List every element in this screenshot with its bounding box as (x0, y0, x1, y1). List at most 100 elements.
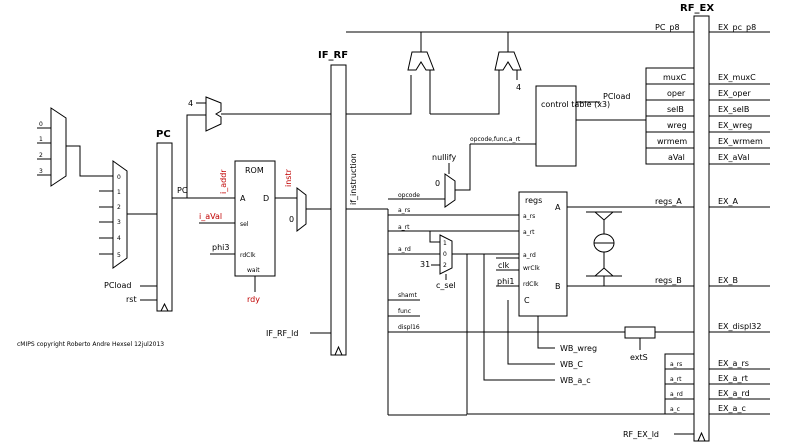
sign-extend (624, 326, 656, 339)
svg-text:EX_a_rs: EX_a_rs (718, 359, 749, 368)
exts-label: extS (630, 353, 648, 362)
regs-b-label: regs_B (655, 276, 682, 285)
ex-a-label: EX_A (718, 197, 739, 206)
field-displ16: displ16 (398, 324, 420, 331)
copyright-text: cMIPS copyright Roberto Andre Hexsel 12j… (17, 341, 164, 348)
four-label-b: 4 (516, 83, 521, 92)
bypass-unit (586, 211, 622, 286)
svg-text:wreg: wreg (667, 121, 687, 130)
svg-text:1: 1 (443, 240, 447, 247)
svg-text:control table (x3): control table (x3) (541, 100, 610, 109)
pc-p8-label: PC_p8 (655, 23, 680, 32)
svg-text:2: 2 (117, 204, 121, 211)
svg-text:1: 1 (117, 189, 121, 196)
svg-text:a_rs: a_rs (670, 361, 682, 368)
svg-text:a_rt: a_rt (523, 229, 535, 236)
phi3-label: phi3 (212, 243, 229, 252)
svg-text:3: 3 (39, 168, 43, 175)
c-select-mux: 1 0 2 (439, 234, 453, 275)
rf-ex-stage-title: RF_EX (680, 3, 714, 14)
svg-text:0: 0 (443, 251, 447, 258)
svg-text:EX_aVal: EX_aVal (718, 153, 749, 162)
zero-label-b: 0 (435, 179, 440, 188)
nullify-mux (444, 173, 456, 208)
rst-label: rst (126, 295, 137, 304)
addr-outputs: a_rs a_rt a_rd a_c (664, 353, 695, 415)
svg-text:oper: oper (667, 89, 686, 98)
opcode-func-label: opcode,func,a_rt (470, 136, 521, 143)
register-file: regs a_rs a_rt a_rd wrClk rdClk A B C (518, 191, 568, 317)
adder-pc8-b (494, 51, 522, 71)
svg-text:wait: wait (247, 267, 260, 274)
ex-addr-labels: EX_a_rs EX_a_rt EX_a_rd EX_a_c (709, 359, 770, 415)
if-rf-ld-label: IF_RF_ld (266, 329, 298, 338)
i-addr-label: i_addr (219, 169, 228, 194)
svg-text:EX_muxC: EX_muxC (718, 73, 756, 82)
svg-text:A: A (555, 203, 561, 212)
instr-label: instr (284, 168, 293, 187)
field-a-rs: a_rs (398, 207, 410, 214)
instr-mux (296, 186, 307, 233)
zero-label-a: 0 (289, 215, 294, 224)
pc-out-label: PC (177, 186, 188, 195)
svg-text:aVal: aVal (668, 153, 685, 162)
svg-text:2: 2 (39, 152, 43, 159)
svg-text:a_rt: a_rt (670, 376, 682, 383)
pc-mux-1: 0 1 2 3 (37, 107, 67, 187)
ex-displ32-label: EX_displ32 (718, 322, 761, 331)
svg-text:rdClk: rdClk (523, 281, 539, 288)
pc-adder (205, 96, 222, 132)
svg-text:A: A (240, 194, 246, 203)
rom-block: ROM A D sel rdClk wait (234, 160, 276, 277)
if-rf-register (330, 64, 347, 356)
svg-text:0: 0 (39, 121, 43, 128)
svg-text:5: 5 (117, 252, 121, 259)
svg-text:a_rd: a_rd (523, 252, 536, 259)
control-pcload-label: PCload (603, 92, 631, 101)
svg-text:4: 4 (117, 235, 121, 242)
rdy-label: rdy (247, 295, 260, 304)
svg-text:3: 3 (117, 219, 121, 226)
nullify-label: nullify (432, 153, 456, 162)
ex-control-labels: EX_muxC EX_oper EX_selB EX_wreg EX_wrmem… (709, 73, 770, 165)
ex-b-label: EX_B (718, 276, 738, 285)
phi1-label: phi1 (497, 277, 514, 286)
svg-text:EX_oper: EX_oper (718, 89, 751, 98)
if-instruction-label: if_instruction (349, 153, 358, 205)
svg-text:regs: regs (525, 196, 542, 205)
field-func: func (398, 308, 411, 315)
field-shamt: shamt (398, 292, 417, 299)
adder-pc8-a (407, 51, 435, 71)
thirty-one-label: 31 (420, 260, 430, 269)
i-aval-label: i_aVal (199, 212, 222, 221)
svg-text:EX_selB: EX_selB (718, 105, 749, 114)
svg-text:B: B (555, 282, 561, 291)
if-rf-stage-title: IF_RF (318, 50, 348, 61)
svg-text:muxC: muxC (663, 73, 687, 82)
rf-ex-ld-label: RF_EX_ld (623, 430, 659, 439)
control-outputs: muxC oper selB wreg wrmem aVal (645, 67, 695, 165)
svg-text:a_c: a_c (670, 406, 680, 413)
svg-text:rdClk: rdClk (240, 252, 256, 259)
svg-text:wrClk: wrClk (523, 265, 540, 272)
field-opcode: opcode (398, 192, 420, 199)
control-table: control table (x3) (535, 85, 610, 167)
svg-text:wrmem: wrmem (657, 137, 687, 146)
wb-wreg-label: WB_wreg (560, 344, 597, 353)
regs-a-label: regs_A (655, 197, 682, 206)
svg-text:EX_wrmem: EX_wrmem (718, 137, 763, 146)
svg-text:a_rs: a_rs (523, 213, 535, 220)
svg-text:sel: sel (240, 221, 249, 228)
svg-text:a_rd: a_rd (670, 391, 683, 398)
wb-c-label: WB_C (560, 360, 583, 369)
c-sel-label: c_sel (436, 281, 456, 290)
pc-stage-title: PC (156, 129, 171, 140)
pcload-label: PCload (104, 281, 132, 290)
svg-text:D: D (263, 194, 269, 203)
rom-title: ROM (245, 166, 264, 175)
svg-text:1: 1 (39, 136, 43, 143)
svg-text:EX_a_c: EX_a_c (718, 404, 746, 413)
svg-text:EX_a_rt: EX_a_rt (718, 374, 748, 383)
clk-label: clk (498, 261, 510, 270)
